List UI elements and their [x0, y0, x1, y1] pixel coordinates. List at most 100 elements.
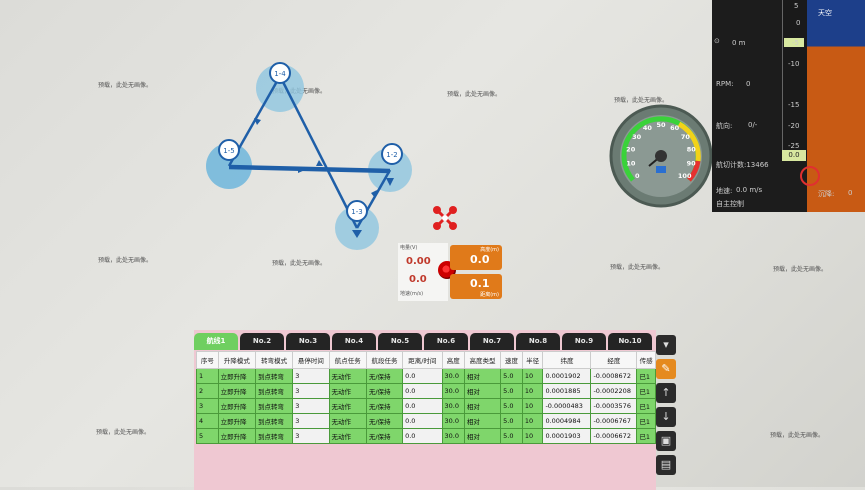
table-cell[interactable]: 5.0 — [500, 383, 523, 399]
table-cell[interactable]: -0.0006767 — [590, 413, 638, 429]
tab-7[interactable]: No.7 — [470, 333, 514, 350]
tab-5[interactable]: No.5 — [378, 333, 422, 350]
table-cell[interactable]: 3 — [292, 428, 330, 444]
table-cell[interactable]: 相对 — [463, 383, 502, 399]
table-cell[interactable]: 相对 — [463, 368, 502, 384]
waypoint-label[interactable]: 1-3 — [351, 208, 362, 216]
table-cell[interactable]: 到点转弯 — [254, 413, 294, 429]
table-cell[interactable]: 30.0 — [441, 413, 465, 429]
table-cell[interactable]: 相对 — [463, 413, 502, 429]
table-cell[interactable]: -0.0000483 — [542, 398, 592, 414]
tab-4[interactable]: No.4 — [332, 333, 376, 350]
table-cell[interactable]: 已1 — [636, 398, 656, 414]
table-cell[interactable]: 0.0004984 — [542, 413, 592, 429]
tab-9[interactable]: No.9 — [562, 333, 606, 350]
altitude-label: 高度(m) — [480, 247, 499, 253]
table-cell[interactable]: 无动作 — [328, 413, 367, 429]
tab-8[interactable]: No.8 — [516, 333, 560, 350]
tab-2[interactable]: No.2 — [240, 333, 284, 350]
collapse-icon[interactable]: ▾ — [656, 335, 676, 355]
table-cell[interactable]: 到点转弯 — [254, 428, 294, 444]
table-cell[interactable]: 相对 — [463, 398, 502, 414]
table-cell[interactable]: 无动作 — [328, 368, 367, 384]
drone-icon[interactable] — [433, 206, 457, 230]
waypoint-label[interactable]: 1-5 — [223, 147, 234, 155]
table-cell[interactable]: 3 — [292, 413, 330, 429]
table-cell[interactable]: 10 — [521, 413, 544, 429]
table-cell[interactable]: 5.0 — [500, 413, 523, 429]
table-cell[interactable]: 30.0 — [441, 368, 465, 384]
table-cell[interactable]: 10 — [521, 428, 544, 444]
table-cell[interactable]: 无/保持 — [365, 398, 404, 414]
table-cell[interactable]: 到点转弯 — [254, 398, 294, 414]
table-cell[interactable]: 5.0 — [500, 368, 523, 384]
table-cell[interactable]: 2 — [196, 383, 219, 399]
placeholder-text: 预载，此处无画像。 — [98, 257, 153, 264]
table-cell[interactable]: 无/保持 — [365, 383, 404, 399]
edit-icon[interactable]: ✎ — [656, 359, 676, 379]
table-cell[interactable]: 0.0001902 — [542, 368, 592, 384]
table-cell[interactable]: 0.0001885 — [542, 383, 592, 399]
image-icon[interactable]: ▤ — [656, 455, 676, 475]
table-cell[interactable]: 0.0 — [402, 428, 443, 444]
table-cell[interactable]: 10 — [521, 398, 544, 414]
table-cell[interactable]: 0.0 — [402, 398, 443, 414]
table-cell[interactable]: 立即升降 — [217, 383, 256, 399]
table-cell[interactable]: -0.0002208 — [590, 383, 638, 399]
tab-6[interactable]: No.6 — [424, 333, 468, 350]
table-cell[interactable]: 5.0 — [500, 398, 523, 414]
save-icon[interactable]: ▣ — [656, 431, 676, 451]
table-cell[interactable]: 5.0 — [500, 428, 523, 444]
tab-10[interactable]: No.10 — [608, 333, 652, 350]
table-cell[interactable]: 30.0 — [441, 428, 465, 444]
table-cell[interactable]: 0.0001903 — [542, 428, 592, 444]
table-cell[interactable]: 4 — [196, 413, 219, 429]
table-cell[interactable]: 30.0 — [441, 383, 465, 399]
table-cell[interactable]: 1 — [196, 368, 219, 384]
table-cell[interactable]: 0.0 — [402, 368, 443, 384]
table-cell[interactable]: 3 — [196, 398, 219, 414]
table-cell[interactable]: 3 — [292, 383, 330, 399]
table-cell[interactable]: 立即升降 — [217, 368, 256, 384]
table-cell[interactable]: 30.0 — [441, 398, 465, 414]
table-cell[interactable]: 无动作 — [328, 398, 367, 414]
table-cell[interactable]: 10 — [521, 383, 544, 399]
scale-top: 5 — [794, 2, 799, 10]
tab-1[interactable]: 航线1 — [194, 333, 238, 350]
table-cell[interactable]: -0.0008672 — [590, 368, 638, 384]
table-cell[interactable]: 无/保持 — [365, 413, 404, 429]
tab-3[interactable]: No.3 — [286, 333, 330, 350]
download-icon[interactable]: ↓ — [656, 407, 676, 427]
table-cell[interactable]: 已1 — [636, 413, 656, 429]
table-cell[interactable]: 5 — [196, 428, 219, 444]
table-cell[interactable]: 3 — [292, 398, 330, 414]
table-cell[interactable]: 3 — [292, 368, 330, 384]
table-cell[interactable]: 无/保持 — [365, 428, 404, 444]
table-cell[interactable]: 已1 — [636, 428, 656, 444]
table-cell[interactable]: 相对 — [463, 428, 502, 444]
upload-icon[interactable]: ↑ — [656, 383, 676, 403]
waypoint-label[interactable]: 1-4 — [274, 70, 286, 78]
table-cell[interactable]: -0.0003576 — [590, 398, 638, 414]
table-cell[interactable]: 无动作 — [328, 428, 367, 444]
table-cell[interactable]: 立即升降 — [217, 428, 256, 444]
table-cell[interactable]: 已1 — [636, 383, 656, 399]
waypoint-label[interactable]: 1-2 — [386, 151, 397, 159]
table-cell[interactable]: 立即升降 — [217, 398, 256, 414]
table-cell[interactable]: 立即升降 — [217, 413, 256, 429]
table-cell[interactable]: 10 — [521, 368, 544, 384]
table-cell[interactable]: -0.0006672 — [590, 428, 638, 444]
table-cell[interactable]: 0.0 — [402, 383, 443, 399]
table-cell[interactable]: 无/保持 — [365, 368, 404, 384]
table-cell[interactable]: 到点转弯 — [254, 383, 294, 399]
table-cell[interactable]: 0.0 — [402, 413, 443, 429]
table-cell[interactable]: 已1 — [636, 368, 656, 384]
table-cell[interactable]: 到点转弯 — [254, 368, 294, 384]
table-cell[interactable]: 无动作 — [328, 383, 367, 399]
